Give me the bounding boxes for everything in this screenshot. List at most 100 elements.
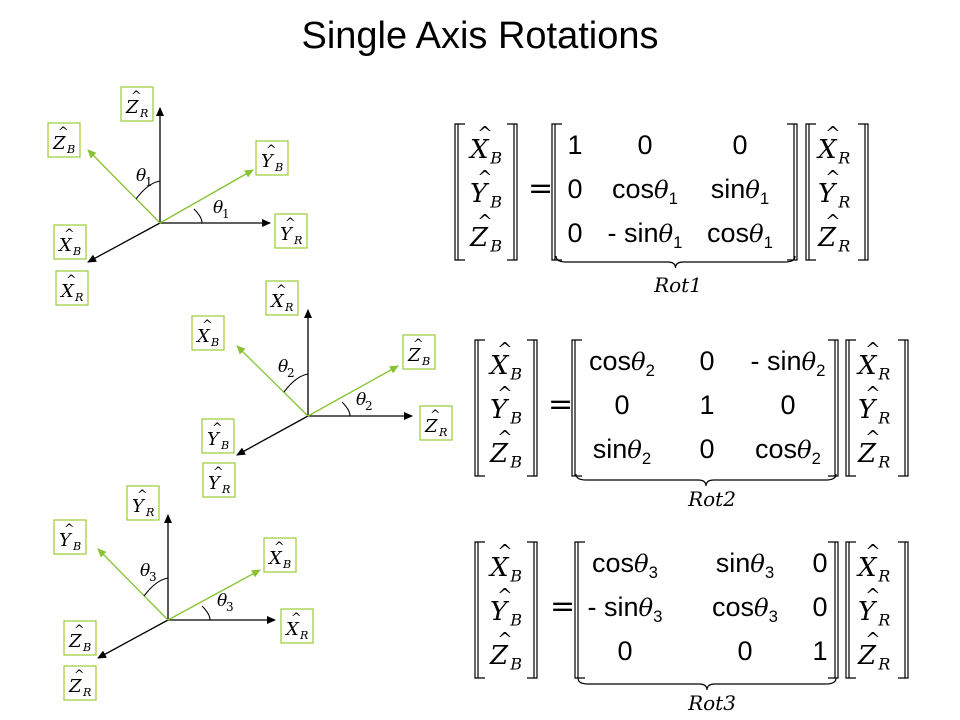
svg-text:Y: Y: [261, 151, 275, 172]
equation-1-lhs-entry-1: X^B: [468, 123, 502, 167]
svg-text:^: ^: [865, 383, 880, 404]
svg-text:0: 0: [812, 548, 827, 578]
diagram-1-label-up: Z^R: [120, 86, 154, 122]
svg-text:B: B: [509, 655, 522, 674]
diagram-2-angle-arc-1: [283, 373, 309, 393]
svg-text:R: R: [438, 426, 447, 439]
svg-text:cosθ1: cosθ1: [612, 174, 678, 208]
diagram-2-label-rotated-left: X^B: [191, 315, 225, 351]
equation-2-rhs-entry-2: Y^R: [858, 383, 890, 427]
equation-2-matrix-cell-3-2: 0: [699, 434, 714, 464]
svg-text:^: ^: [825, 123, 840, 144]
equation-3-matrix-bracket-right: [828, 541, 839, 679]
diagram-3-rotated-axis-right: [167, 569, 261, 621]
equation-1-equals-sign: =: [528, 171, 553, 206]
svg-text:B: B: [72, 245, 81, 258]
equation-1-rhs-bracket-left: [805, 123, 816, 261]
svg-text:^: ^: [477, 123, 492, 144]
diagram-3-angle-arc-2: [201, 605, 211, 621]
svg-text:X: X: [856, 351, 878, 381]
page-title: Single Axis Rotations: [301, 15, 659, 57]
svg-text:Y: Y: [858, 395, 878, 425]
svg-text:B: B: [489, 237, 502, 256]
svg-text:- sinθ2: - sinθ2: [751, 346, 826, 380]
equation-3-rhs-entry-3: Z^R: [857, 629, 890, 673]
svg-text:Z: Z: [68, 676, 82, 697]
svg-text:Y: Y: [132, 496, 146, 517]
equation-3-lhs-bracket-right: [527, 541, 538, 679]
svg-text:B: B: [509, 567, 522, 586]
equation-2-equals-sign: =: [548, 387, 573, 422]
svg-text:Z: Z: [125, 97, 139, 118]
svg-text:X: X: [269, 291, 285, 312]
svg-text:R: R: [877, 567, 890, 586]
svg-text:R: R: [74, 291, 83, 304]
svg-text:^: ^: [865, 629, 880, 650]
svg-text:X: X: [816, 135, 838, 165]
svg-text:Z: Z: [52, 133, 66, 154]
equation-2-rhs-entry-1: X^R: [856, 339, 890, 383]
svg-text:0: 0: [567, 218, 582, 248]
svg-text:^: ^: [497, 427, 512, 448]
equation-1-rhs-bracket-right: [858, 123, 869, 261]
diagram-1-label-rotated-right: Y^B: [255, 140, 289, 176]
svg-text:X: X: [195, 326, 211, 347]
svg-text:^: ^: [64, 226, 75, 241]
equation-2-matrix-bracket-left: [571, 339, 582, 477]
diagram-2-angle-arc-2: [341, 401, 351, 417]
equation-2-matrix-cell-1-3: - sinθ2: [751, 346, 826, 380]
svg-text:X: X: [468, 135, 490, 165]
diagram-3-label-up: Y^R: [126, 485, 160, 521]
equation-2-matrix-cell-1-2: 0: [699, 346, 714, 376]
equation-3-lhs-entry-1: X^B: [488, 541, 522, 585]
svg-text:^: ^: [131, 88, 142, 103]
svg-text:2: 2: [287, 366, 295, 380]
svg-text:Z: Z: [424, 416, 438, 437]
svg-text:2: 2: [365, 399, 373, 413]
equation-2-lhs-bracket-right: [527, 339, 538, 477]
equation-3-equals-sign: =: [550, 589, 575, 624]
svg-text:Z: Z: [489, 439, 509, 469]
equation-1-matrix-cell-2-2: cosθ1: [612, 174, 678, 208]
equation-2-matrix-cell-3-3: cosθ2: [755, 434, 821, 468]
svg-text:^: ^: [213, 464, 224, 479]
svg-text:R: R: [284, 301, 293, 314]
svg-text:θ: θ: [213, 198, 223, 218]
svg-text:θ: θ: [140, 561, 150, 581]
svg-text:R: R: [299, 629, 308, 642]
diagram-3-axis-diagonal: [97, 619, 169, 659]
svg-text:sinθ3: sinθ3: [716, 548, 774, 582]
svg-text:0: 0: [780, 390, 795, 420]
diagram-1-rotated-axis-left: [87, 149, 161, 224]
svg-text:^: ^: [212, 420, 223, 435]
svg-text:cosθ1: cosθ1: [707, 218, 773, 252]
svg-text:^: ^: [202, 317, 213, 332]
svg-text:R: R: [221, 483, 230, 496]
diagram-2-rotated-axis-left: [236, 345, 309, 417]
svg-text:cosθ3: cosθ3: [592, 548, 658, 582]
svg-text:R: R: [145, 506, 154, 519]
svg-text:R: R: [837, 237, 850, 256]
diagram-2-rotated-axis-right: [307, 365, 399, 417]
svg-text:B: B: [274, 161, 283, 174]
equation-3-lhs-entry-3: Z^B: [489, 629, 522, 673]
diagram-3-angle-arc-1: [143, 577, 169, 597]
equation-2-matrix-cell-2-1: 0: [614, 390, 629, 420]
equation-1-matrix-cell-3-3: cosθ1: [707, 218, 773, 252]
diagram-3-theta-label-2: θ3: [217, 591, 234, 614]
equation-1-matrix-bracket-left: [551, 123, 562, 261]
svg-text:B: B: [509, 365, 522, 384]
svg-text:^: ^: [285, 215, 296, 230]
svg-text:R: R: [293, 234, 302, 247]
diagram-1-label-diagonal-b: X^B: [53, 224, 87, 260]
svg-text:1: 1: [145, 175, 153, 189]
svg-text:^: ^: [276, 282, 287, 297]
equation-3-brace-label: Rot3: [687, 691, 736, 715]
equation-2-matrix-cell-1-1: cosθ2: [589, 346, 655, 380]
diagram-3-label-diagonal-b: Z^B: [63, 620, 97, 656]
equation-3-matrix-cell-1-1: cosθ3: [592, 548, 658, 582]
svg-text:- sinθ3: - sinθ3: [588, 592, 663, 626]
equation-1-lhs-entry-3: Z^B: [469, 211, 502, 255]
svg-text:^: ^: [74, 622, 85, 637]
svg-text:0: 0: [637, 130, 652, 160]
